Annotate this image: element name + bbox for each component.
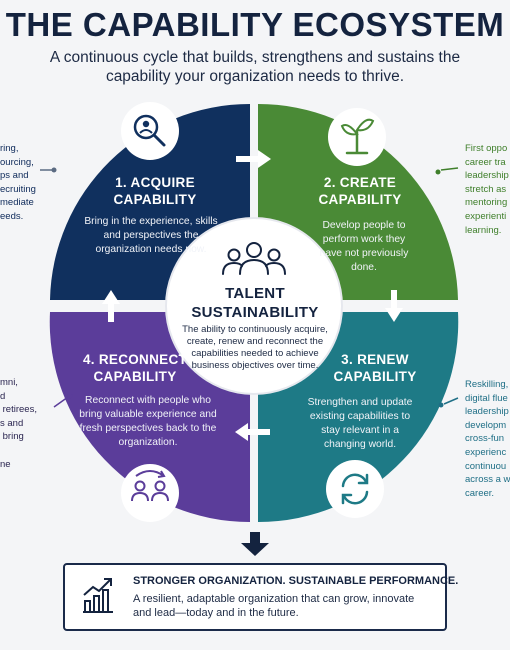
sprout-icon bbox=[328, 108, 386, 166]
connector-bottom-left bbox=[53, 393, 73, 408]
footer-box bbox=[63, 563, 447, 631]
quadrant-create-title: 2. CREATE CAPABILITY bbox=[300, 174, 420, 208]
arrow-renew-to-reconnect bbox=[235, 423, 270, 441]
quadrant-renew-title: 3. RENEW CAPABILITY bbox=[320, 351, 430, 385]
arrow-reconnect-to-acquire bbox=[102, 290, 120, 322]
quadrant-acquire-title: 1. ACQUIRE CAPABILITY bbox=[100, 174, 210, 208]
side-note-top-left: ring, ourcing, ps and ecruiting mediate … bbox=[0, 143, 36, 222]
quadrant-reconnect-title: 4. RECONNECT CAPABILITY bbox=[55, 351, 215, 385]
quadrant-renew-title-line2: CAPABILITY bbox=[333, 369, 417, 384]
quadrant-acquire-description: Bring in the experience, skills and pers… bbox=[84, 216, 218, 255]
page-title: THE CAPABILITY ECOSYSTEM bbox=[5, 6, 505, 43]
quadrant-reconnect-title-line1: 4. RECONNECT bbox=[82, 352, 188, 367]
center-title: TALENT SUSTAINABILITY bbox=[180, 284, 330, 322]
center-title-line2: SUSTAINABILITY bbox=[191, 304, 319, 321]
side-note-bottom-right: Reskilling, digital flue leadership deve… bbox=[465, 379, 510, 499]
quadrant-acquire-title-line2: CAPABILITY bbox=[113, 192, 197, 207]
connector-top-right bbox=[435, 167, 459, 175]
growth-chart-icon bbox=[83, 578, 113, 613]
footer-description: A resilient, adaptable organization that… bbox=[133, 593, 415, 619]
quadrant-reconnect-description: Reconnect with people who bring valuable… bbox=[79, 395, 217, 448]
center-circle bbox=[165, 217, 343, 395]
quadrant-reconnect-title-line2: CAPABILITY bbox=[93, 369, 177, 384]
center-description: The ability to continuously acquire, cre… bbox=[182, 324, 328, 371]
connector-bottom-right bbox=[438, 397, 459, 408]
footer-heading: STRONGER ORGANIZATION. SUSTAINABLE PERFO… bbox=[133, 575, 459, 587]
quadrant-create-description: Develop people to perform work they have… bbox=[319, 220, 409, 273]
page-subtitle: A continuous cycle that builds, strength… bbox=[49, 49, 461, 85]
team-icon bbox=[222, 242, 286, 275]
quadrant-create-title-line2: CAPABILITY bbox=[318, 192, 402, 207]
side-note-top-right: First oppo career tra leadership stretch… bbox=[465, 143, 509, 236]
down-arrow bbox=[241, 532, 269, 556]
arrow-create-to-renew bbox=[385, 290, 403, 322]
quadrant-create-title-line1: 2. CREATE bbox=[323, 175, 397, 190]
quadrant-renew-description: Strengthen and update existing capabilit… bbox=[307, 397, 413, 450]
refresh-icon bbox=[326, 460, 384, 518]
quadrant-renew-title-line1: 3. RENEW bbox=[341, 352, 409, 367]
center-title-line1: TALENT bbox=[225, 285, 285, 302]
arrow-acquire-to-create bbox=[236, 150, 271, 168]
reconnect-people-icon bbox=[121, 464, 179, 522]
side-note-bottom-left: mni, d retirees, s and bring ne bbox=[0, 377, 37, 470]
search-person-icon bbox=[121, 102, 179, 160]
quadrant-acquire-title-line1: 1. ACQUIRE bbox=[115, 175, 195, 190]
connector-top-left bbox=[40, 167, 57, 173]
